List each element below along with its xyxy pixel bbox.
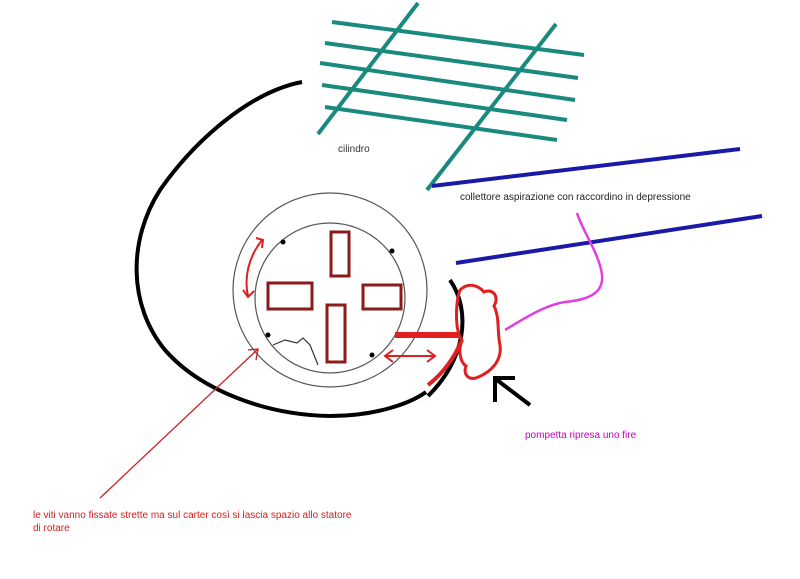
intake-manifold [431, 147, 763, 265]
screws-note-line1: le viti vanno fissate strette ma sul car… [33, 510, 352, 521]
cylinder-label: cilindro [338, 144, 370, 155]
intake-upper-line [431, 147, 741, 188]
screw [265, 332, 271, 338]
cylinder-fin [319, 61, 576, 102]
pump-base [426, 339, 464, 387]
intake-label: collettore aspirazione con raccordino in… [460, 192, 691, 203]
crankcase-outline [134, 80, 428, 419]
connector-bar [395, 332, 460, 338]
cylinder-fin [321, 83, 568, 122]
note-arrow [99, 348, 259, 499]
rotation-arrows [242, 237, 437, 363]
cylinder-fin [324, 41, 579, 80]
rotation-arrow-left [245, 239, 263, 297]
arrowhead [255, 237, 265, 249]
screws-note-line2: di rotare [33, 523, 70, 534]
stator-coil-right [361, 283, 403, 311]
pump-label: pompetta ripresa uno fire [525, 430, 637, 441]
vacuum-hose [504, 212, 604, 332]
screw [369, 352, 375, 358]
cylinder-fin [425, 22, 558, 192]
arrowhead [383, 349, 394, 363]
arrowhead [426, 349, 437, 363]
cylinder-fin [316, 1, 420, 136]
stator-coil-left [266, 281, 314, 311]
cylinder-fin [324, 105, 558, 142]
note-arrow-line [99, 348, 259, 499]
cutout-edge [272, 337, 319, 366]
screw [389, 248, 395, 254]
screw [280, 239, 286, 245]
stator-coil-top [329, 230, 351, 278]
note-arrowhead [247, 348, 259, 361]
outer-ring [232, 192, 428, 388]
arrowhead [242, 289, 255, 299]
stator-coil-bottom [325, 303, 347, 364]
screws [265, 239, 395, 358]
inner-ring [254, 222, 406, 374]
intake-lower-line [455, 214, 763, 265]
pump-pointer-arrow [493, 376, 532, 407]
pointer-shaft [495, 378, 532, 407]
pointer-head [493, 376, 515, 402]
cylinder-fin [331, 20, 585, 57]
stator-blocks [266, 230, 403, 364]
cylinder-grid [316, 1, 585, 192]
